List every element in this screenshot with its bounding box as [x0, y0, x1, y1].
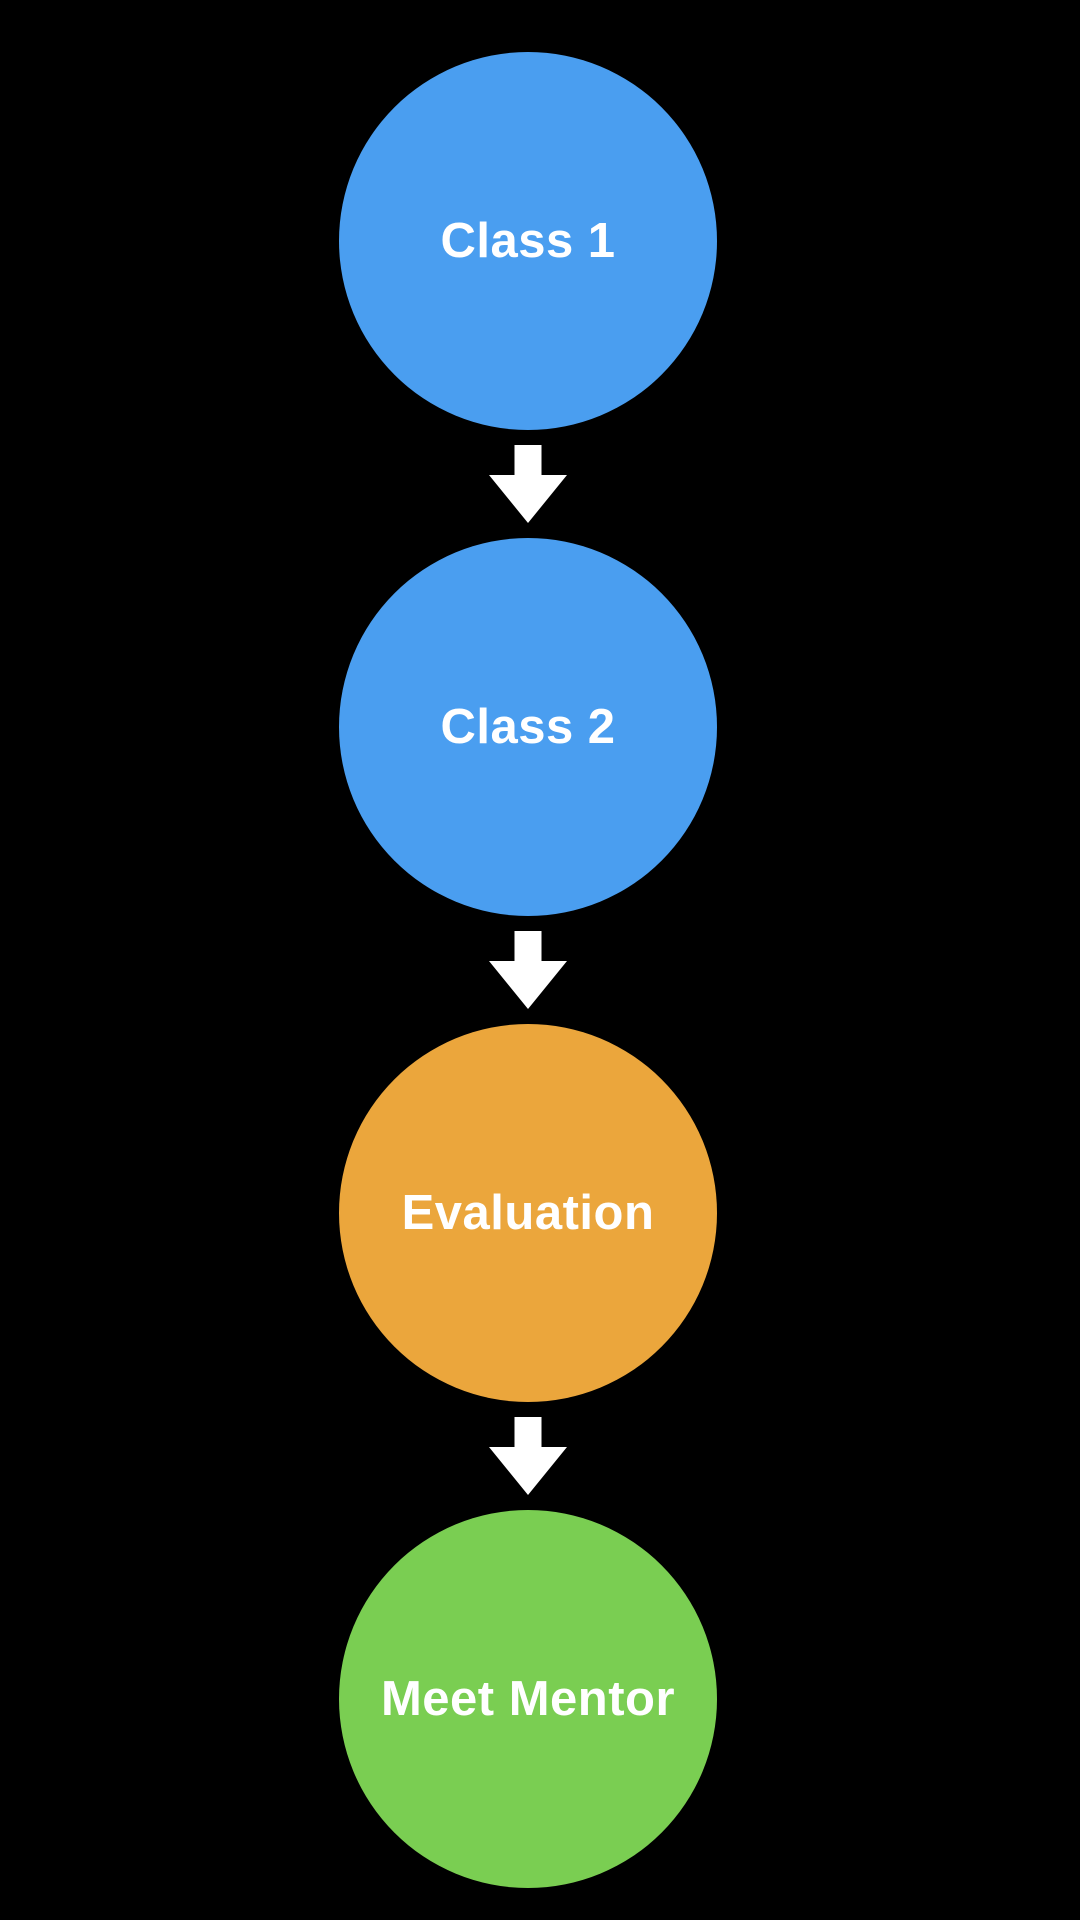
down-arrow-shape	[489, 445, 567, 523]
node-class-1-label: Class 1	[440, 214, 616, 268]
node-meet-mentor: Meet Mentor	[339, 1510, 717, 1888]
down-arrow-icon	[489, 931, 567, 1009]
node-class-2: Class 2	[339, 538, 717, 916]
node-class-2-label: Class 2	[440, 700, 616, 754]
flow-diagram: Class 1 Class 2 Evaluation Meet Mentor	[339, 52, 717, 1888]
node-meet-mentor-label: Meet Mentor	[380, 1672, 676, 1726]
node-class-1: Class 1	[339, 52, 717, 430]
down-arrow-icon	[489, 445, 567, 523]
node-evaluation: Evaluation	[339, 1024, 717, 1402]
node-evaluation-label: Evaluation	[401, 1186, 655, 1240]
down-arrow-shape	[489, 931, 567, 1009]
down-arrow-icon	[489, 1417, 567, 1495]
down-arrow-shape	[489, 1417, 567, 1495]
